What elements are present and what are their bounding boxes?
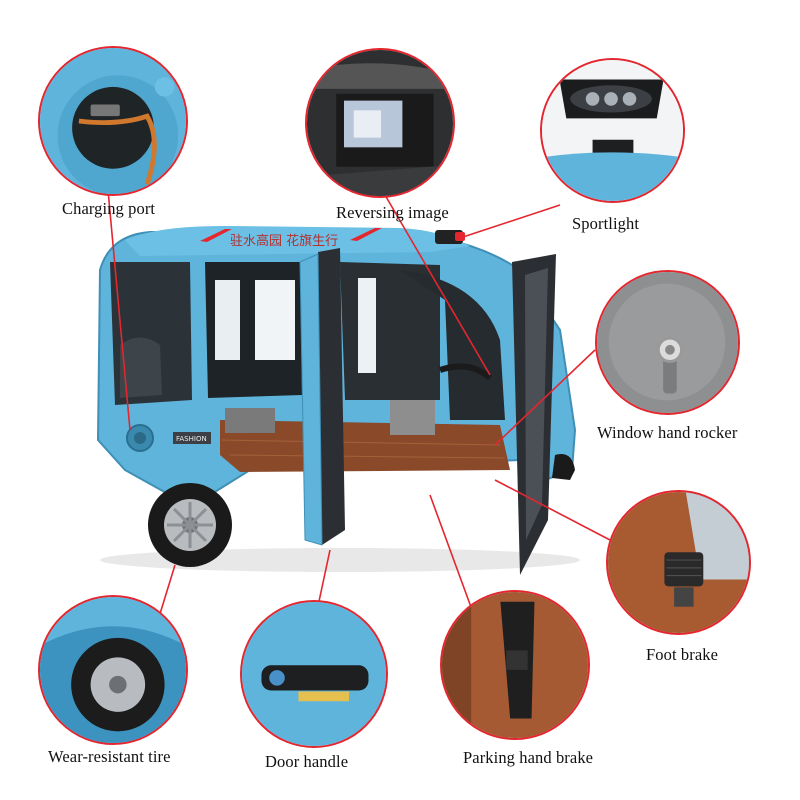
hand-brake-icon (442, 592, 588, 738)
reversing-camera-screen-icon (307, 50, 453, 196)
foot-brake-label: Foot brake (646, 645, 719, 664)
charging-port-icon (40, 48, 186, 194)
reversing-image-callout (305, 48, 455, 198)
window-hand-rocker-callout (595, 270, 740, 415)
window-crank-icon (597, 272, 738, 413)
headlight-icon (542, 60, 683, 201)
charging-port-label: Charging port (62, 199, 156, 218)
window-hand-rocker-label: Window hand rocker (597, 423, 738, 442)
fashion-badge: FASHION (176, 435, 207, 443)
foot-brake-callout (606, 490, 751, 635)
sportlight-callout (540, 58, 685, 203)
brake-pedal-icon (608, 492, 749, 633)
door-handle-label: Door handle (265, 752, 349, 771)
roof-text: 驻水高园 花旗生行 (230, 233, 338, 249)
tire-icon (40, 597, 186, 743)
parking-hand-brake-callout (440, 590, 590, 740)
sportlight-label: Sportlight (572, 214, 640, 233)
door-handle-icon (242, 602, 386, 746)
parking-hand-brake-label: Parking hand brake (463, 748, 594, 767)
wear-resistant-tire-callout (38, 595, 188, 745)
reversing-image-label: Reversing image (336, 203, 449, 222)
door-handle-callout (240, 600, 388, 748)
charging-port-callout (38, 46, 188, 196)
wear-resistant-tire-label: Wear-resistant tire (48, 747, 171, 766)
